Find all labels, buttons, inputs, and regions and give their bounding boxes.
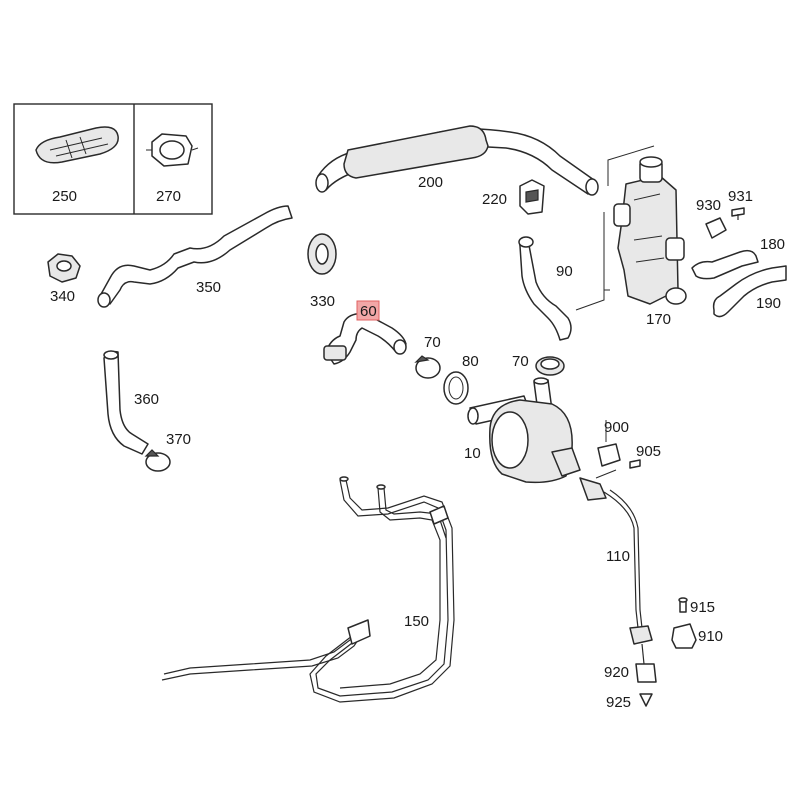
part-350-hose[interactable] xyxy=(97,205,293,308)
leader-900-group xyxy=(595,420,617,479)
label-920: 920 xyxy=(604,664,629,681)
label-110: 110 xyxy=(606,548,630,565)
part-220-bracket[interactable] xyxy=(519,179,545,215)
label-70-left: 70 xyxy=(424,334,441,351)
part-60-hose[interactable] xyxy=(323,312,407,365)
part-370-clamp[interactable] xyxy=(144,449,171,472)
label-220: 220 xyxy=(482,191,507,208)
label-200: 200 xyxy=(418,174,443,191)
part-905-screw[interactable] xyxy=(629,459,641,469)
part-930-plug[interactable] xyxy=(705,217,727,239)
label-925: 925 xyxy=(606,694,631,711)
part-80-oring[interactable] xyxy=(443,371,469,405)
part-340-nut[interactable] xyxy=(47,253,81,283)
label-150: 150 xyxy=(404,613,429,630)
part-cable-connector[interactable] xyxy=(629,625,653,665)
label-931: 931 xyxy=(728,188,753,205)
part-70-clamp-right[interactable] xyxy=(535,356,565,376)
label-360: 360 xyxy=(134,391,159,408)
part-90-hose[interactable] xyxy=(518,236,572,341)
label-180: 180 xyxy=(760,236,785,253)
label-90: 90 xyxy=(556,263,573,280)
part-330-washer[interactable] xyxy=(307,233,337,275)
part-150-pipes[interactable] xyxy=(161,476,455,703)
part-190-hose[interactable] xyxy=(712,265,787,318)
label-60: 60 xyxy=(360,303,377,320)
part-915-screw[interactable] xyxy=(678,597,688,613)
part-170-valve[interactable] xyxy=(613,156,687,305)
part-180-hose[interactable] xyxy=(691,249,759,280)
label-905: 905 xyxy=(636,443,661,460)
label-930: 930 xyxy=(696,197,721,214)
label-170: 170 xyxy=(646,311,671,328)
part-900-connector[interactable] xyxy=(597,443,621,467)
label-250: 250 xyxy=(52,188,77,205)
part-925-seal[interactable] xyxy=(639,693,653,707)
label-80: 80 xyxy=(462,353,479,370)
label-350: 350 xyxy=(196,279,221,296)
part-270-clip[interactable] xyxy=(146,133,199,167)
label-330: 330 xyxy=(310,293,335,310)
part-910-bracket[interactable] xyxy=(671,623,697,649)
label-370: 370 xyxy=(166,431,191,448)
part-250-cover[interactable] xyxy=(35,126,119,164)
label-10: 10 xyxy=(464,445,481,462)
part-70-clamp-left[interactable] xyxy=(414,355,441,379)
part-920-plug[interactable] xyxy=(635,663,657,683)
label-910: 910 xyxy=(698,628,723,645)
part-931-screw[interactable] xyxy=(731,207,745,220)
label-915: 915 xyxy=(690,599,715,616)
part-360-hose[interactable] xyxy=(103,350,149,455)
label-270: 270 xyxy=(156,188,181,205)
label-70-right: 70 xyxy=(512,353,529,370)
label-60-highlight xyxy=(356,300,380,321)
part-200-hose[interactable] xyxy=(315,125,599,196)
label-900: 900 xyxy=(604,419,629,436)
leader-170-group xyxy=(575,145,655,311)
label-190: 190 xyxy=(756,295,781,312)
part-110-cable[interactable] xyxy=(579,477,643,629)
part-10-pump[interactable] xyxy=(467,377,581,484)
label-340: 340 xyxy=(50,288,75,305)
inset-box xyxy=(13,103,213,215)
